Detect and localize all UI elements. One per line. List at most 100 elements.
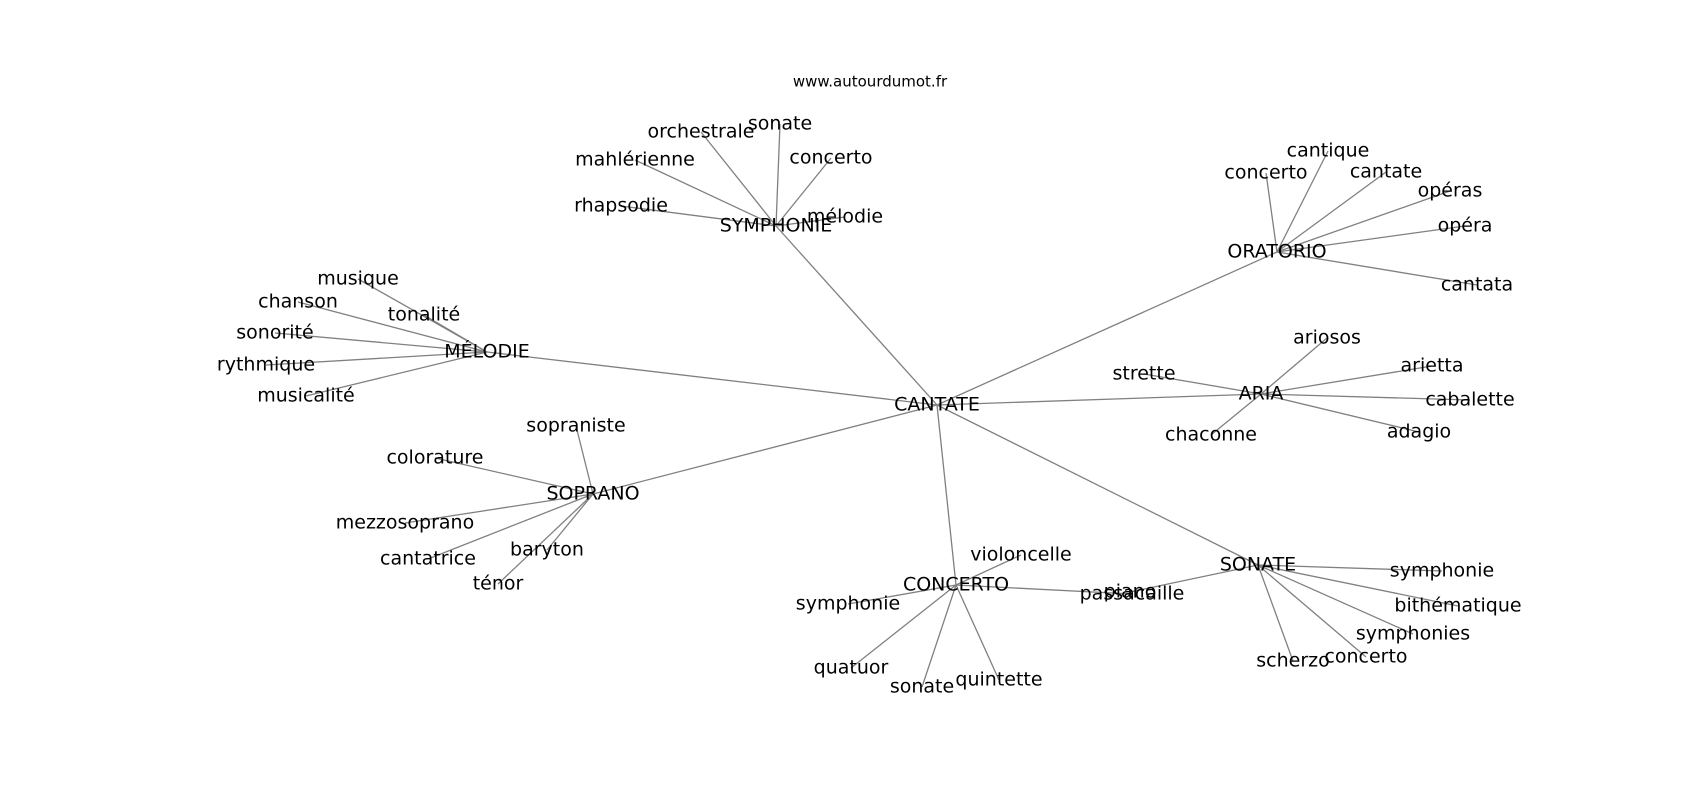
leaf-node-label: mélodie bbox=[807, 206, 883, 228]
leaf-node-label: quatuor bbox=[814, 657, 889, 679]
leaf-node-label: orchestrale bbox=[648, 121, 755, 143]
leaf-node-label: piano bbox=[1104, 581, 1157, 603]
leaf-node-label: rythmique bbox=[217, 354, 315, 376]
edge-hub-6-leaf-1 bbox=[955, 554, 1022, 586]
leaf-node-label: cantate bbox=[1350, 161, 1422, 183]
edge-hub-7-leaf-5 bbox=[1257, 564, 1294, 662]
edge-hub-3-leaf-6 bbox=[305, 351, 488, 397]
edge-center-to-4 bbox=[936, 393, 1262, 406]
leaf-node-label: baryton bbox=[510, 539, 584, 561]
hub-node-label: SYMPHONIE bbox=[720, 215, 833, 237]
edge-hub-7-leaf-1 bbox=[1129, 564, 1259, 593]
edge-hub-4-leaf-5 bbox=[1210, 393, 1262, 436]
edge-center-to-3 bbox=[486, 351, 938, 406]
leaf-node-label: chanson bbox=[258, 291, 338, 313]
edge-hub-1-leaf-5 bbox=[620, 205, 777, 227]
leaf-node-label: strette bbox=[1112, 363, 1175, 385]
leaf-node-label: cantique bbox=[1287, 140, 1370, 162]
edge-center-to-7 bbox=[936, 404, 1259, 566]
leaf-node-label: symphonie bbox=[796, 593, 900, 615]
edge-hub-7-leaf-3 bbox=[1257, 564, 1459, 607]
edge-hub-4-leaf-1 bbox=[1260, 337, 1328, 395]
edge-hub-6-leaf-5 bbox=[921, 584, 957, 688]
edge-hub-1-leaf-1 bbox=[775, 123, 781, 227]
edge-center-to-2 bbox=[936, 251, 1278, 406]
edge-hub-1-leaf-2 bbox=[700, 131, 777, 227]
hub-node-label: SONATE bbox=[1220, 554, 1296, 576]
edge-hub-6-leaf-3 bbox=[955, 584, 1133, 595]
edge-hub-7-leaf-4 bbox=[1257, 564, 1414, 635]
leaf-node-label: sonorité bbox=[236, 322, 313, 344]
leaf-node-label: cabalette bbox=[1425, 389, 1514, 411]
leaf-node-label: arietta bbox=[1401, 355, 1464, 377]
leaf-node-label: adagio bbox=[1387, 421, 1451, 443]
leaf-node-label: bithématique bbox=[1394, 595, 1521, 617]
leaf-node-label: sonate bbox=[890, 676, 954, 698]
leaf-node-label: opéras bbox=[1418, 180, 1483, 202]
leaf-node-label: chaconne bbox=[1165, 424, 1257, 446]
edge-hub-3-leaf-2 bbox=[297, 301, 488, 353]
edge-hub-7-leaf-2 bbox=[1257, 564, 1443, 572]
edge-center-to-6 bbox=[936, 404, 957, 586]
edge-hub-4-leaf-6 bbox=[1260, 393, 1420, 433]
leaf-node-label: musique bbox=[317, 268, 399, 290]
leaf-node-label: concerto bbox=[1324, 646, 1407, 668]
leaf-node-label: colorature bbox=[386, 447, 483, 469]
edge-hub-5-leaf-5 bbox=[546, 493, 594, 551]
edge-center-to-5 bbox=[592, 404, 938, 495]
edge-hub-5-leaf-1 bbox=[575, 425, 594, 495]
edge-hub-3-leaf-4 bbox=[274, 332, 488, 353]
edge-hub-1-leaf-6 bbox=[775, 216, 846, 227]
leaf-node-label: ariosos bbox=[1293, 327, 1361, 349]
hub-node-label: SOPRANO bbox=[546, 483, 639, 505]
leaf-node-label: mahlérienne bbox=[575, 149, 695, 171]
edge-hub-2-leaf-5 bbox=[1276, 225, 1466, 253]
edge-hub-6-leaf-6 bbox=[955, 584, 1000, 681]
leaf-node-label: quintette bbox=[955, 669, 1042, 691]
leaf-node-label: concerto bbox=[1224, 162, 1307, 184]
leaf-node-label: concerto bbox=[789, 147, 872, 169]
leaf-node-label: sopraniste bbox=[526, 415, 625, 437]
graph-edges bbox=[265, 123, 1478, 688]
edge-hub-5-leaf-6 bbox=[497, 493, 594, 585]
edge-hub-5-leaf-4 bbox=[427, 493, 594, 560]
edge-hub-2-leaf-3 bbox=[1276, 171, 1387, 253]
edge-hub-1-leaf-4 bbox=[634, 159, 777, 227]
leaf-node-label: scherzo bbox=[1256, 650, 1330, 672]
edge-hub-3-leaf-3 bbox=[423, 314, 488, 353]
edge-hub-4-leaf-2 bbox=[1143, 373, 1262, 395]
edge-hub-5-leaf-2 bbox=[434, 457, 594, 495]
center-node-label: CANTATE bbox=[894, 394, 980, 416]
leaf-node-label: cantatrice bbox=[380, 548, 476, 570]
hub-node-label: CONCERTO bbox=[903, 574, 1009, 596]
leaf-node-label: passacaille bbox=[1080, 583, 1185, 605]
source-label: www.autourdumot.fr bbox=[793, 73, 948, 91]
leaf-node-label: sonate bbox=[748, 113, 812, 135]
edge-hub-4-leaf-4 bbox=[1260, 393, 1471, 401]
edge-hub-1-leaf-3 bbox=[775, 157, 832, 227]
edge-hub-2-leaf-2 bbox=[1265, 172, 1278, 253]
edge-center-to-1 bbox=[775, 225, 938, 406]
hub-node-label: ARIA bbox=[1239, 383, 1284, 405]
leaf-node-label: symphonies bbox=[1356, 623, 1470, 645]
leaf-node-label: symphonie bbox=[1390, 560, 1494, 582]
edge-hub-7-leaf-6 bbox=[1257, 564, 1367, 658]
edge-hub-6-leaf-4 bbox=[850, 584, 957, 669]
leaf-node-label: ténor bbox=[473, 573, 524, 595]
edge-hub-5-leaf-3 bbox=[404, 493, 594, 524]
edge-hub-6-leaf-2 bbox=[847, 584, 957, 605]
edge-hub-2-leaf-6 bbox=[1276, 251, 1478, 286]
leaf-node-label: violoncelle bbox=[970, 544, 1071, 566]
leaf-node-label: mezzosoprano bbox=[336, 512, 474, 534]
edge-hub-4-leaf-3 bbox=[1260, 365, 1433, 395]
hub-node-label: MÉLODIE bbox=[444, 340, 530, 363]
edge-hub-2-leaf-1 bbox=[1276, 150, 1329, 253]
leaf-node-label: cantata bbox=[1441, 274, 1513, 296]
edge-hub-3-leaf-5 bbox=[265, 351, 488, 366]
hub-node-label: ORATORIO bbox=[1227, 241, 1326, 263]
leaf-node-label: musicalité bbox=[257, 385, 355, 407]
leaf-node-label: tonalité bbox=[388, 304, 460, 326]
edge-hub-2-leaf-4 bbox=[1276, 190, 1451, 253]
leaf-node-label: rhapsodie bbox=[574, 195, 668, 217]
